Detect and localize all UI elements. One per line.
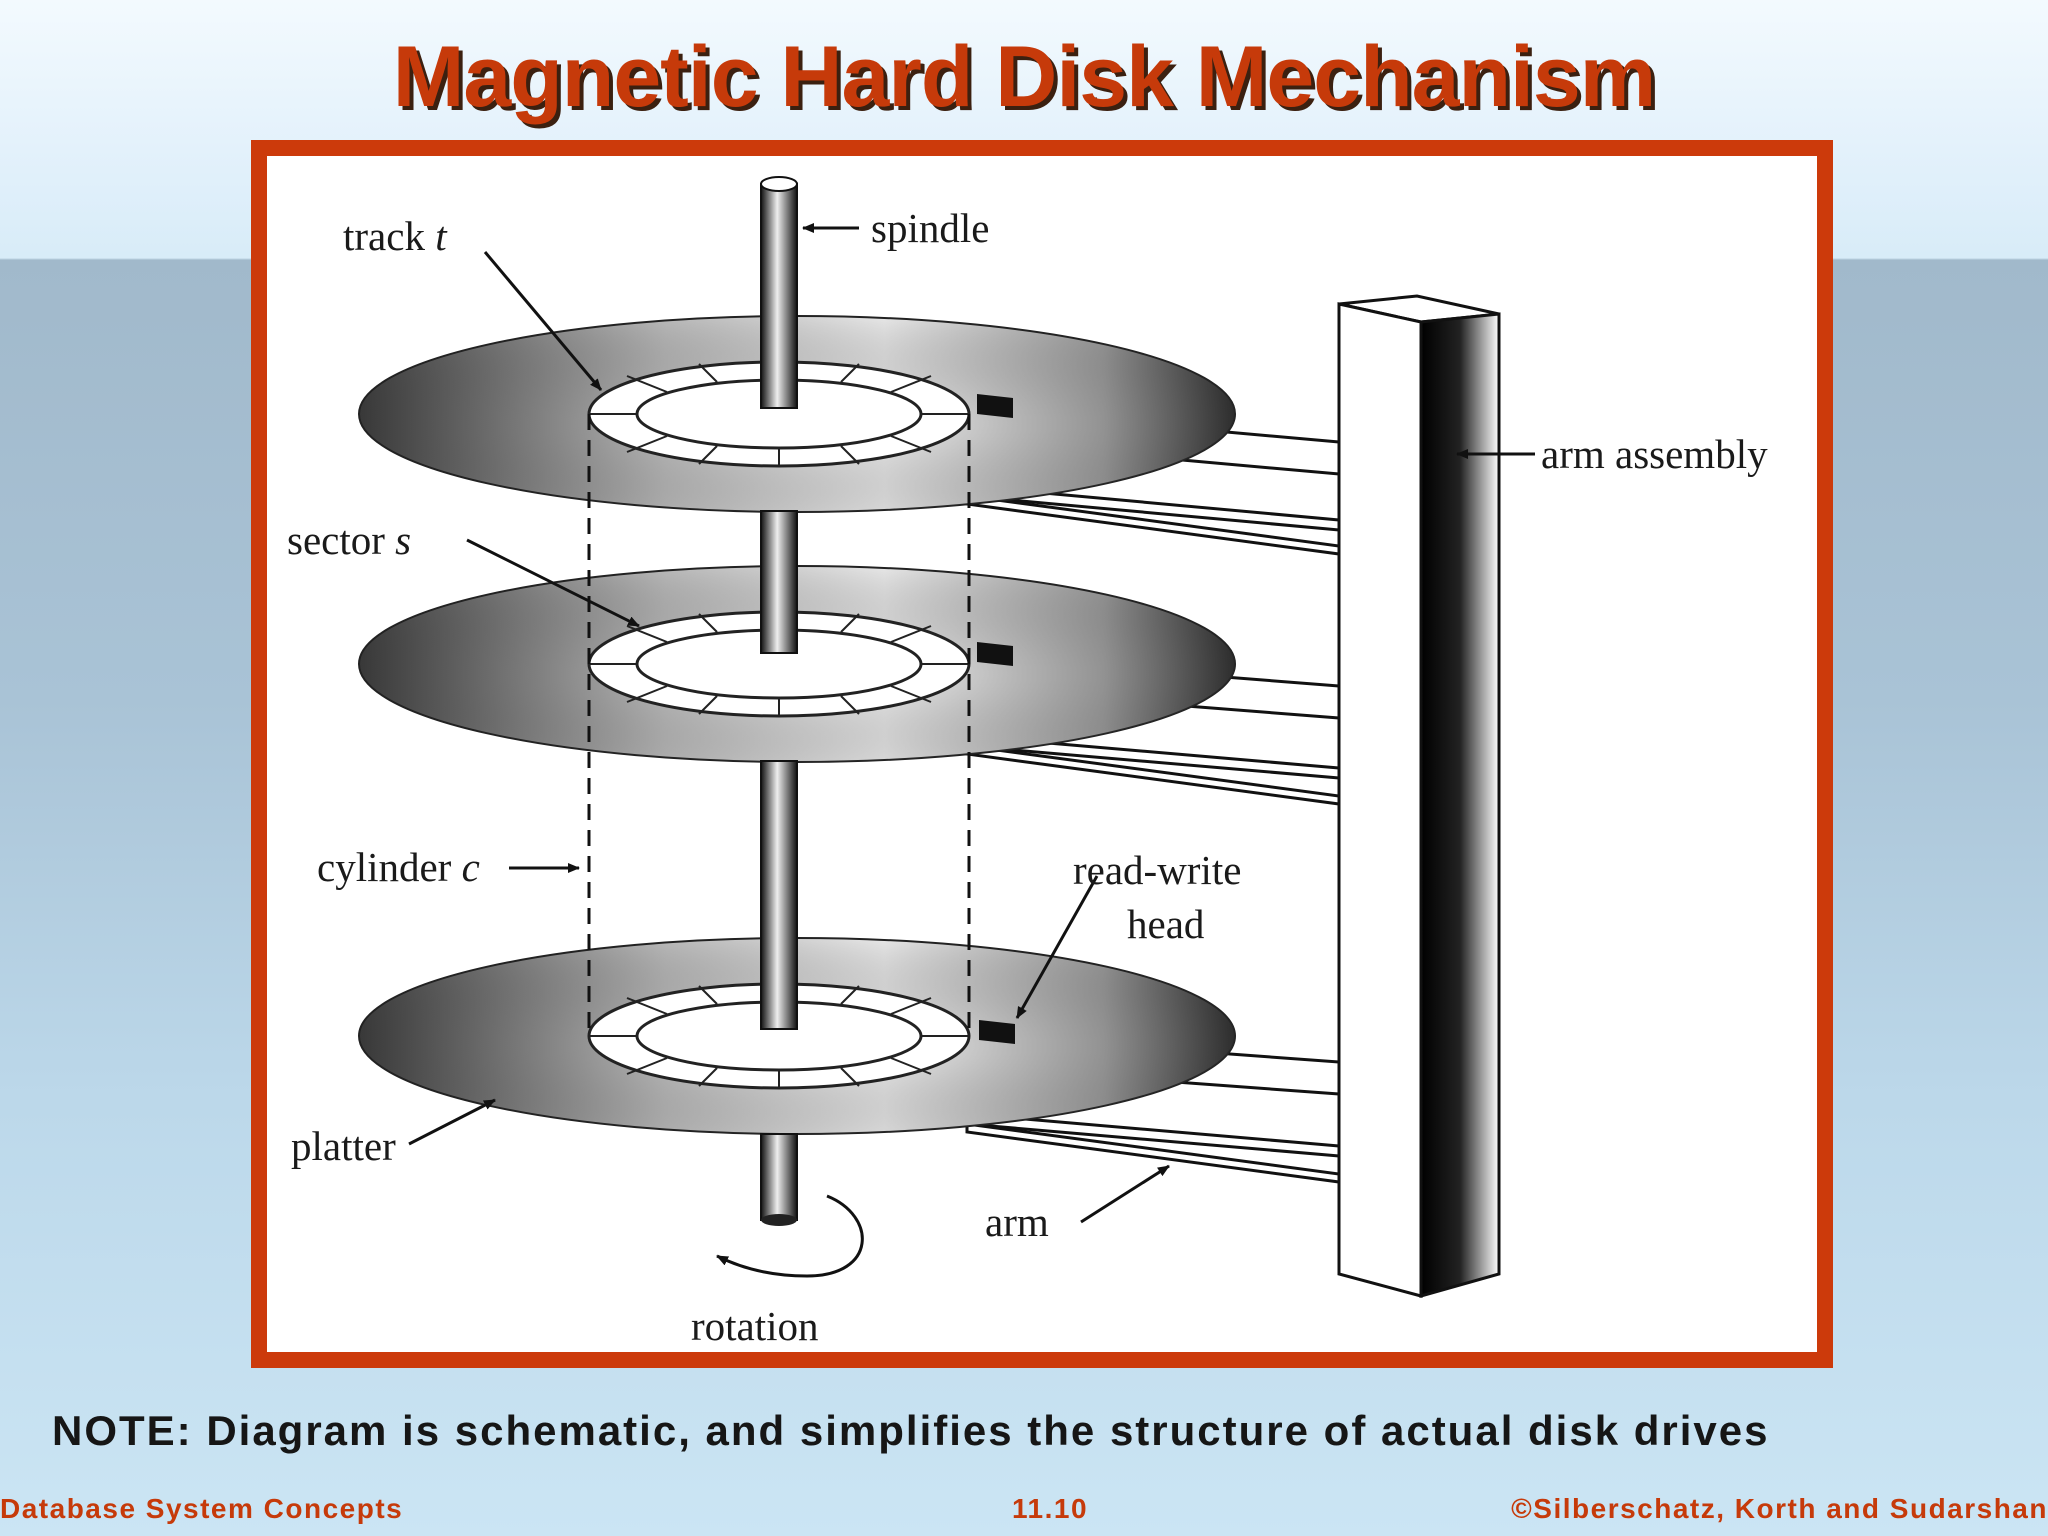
read-write-heads [977, 394, 1015, 1044]
sector-ticks [589, 363, 969, 1088]
label-read-write: read-write [1073, 847, 1241, 893]
label-platter: platter [291, 1123, 396, 1169]
label-cylinder: cylinder c [317, 844, 480, 890]
label-rotation: rotation [691, 1303, 819, 1349]
platter-bottom [358, 937, 1236, 1135]
spindle [760, 176, 798, 1226]
platter-top [358, 315, 1236, 513]
slide-note: NOTE: Diagram is schematic, and simplifi… [52, 1407, 1770, 1454]
platter-middle [358, 565, 1236, 763]
footer-book-title: Database System Concepts [0, 1493, 404, 1524]
footer-page-number: 11.10 [1012, 1493, 1089, 1524]
label-spindle: spindle [871, 205, 989, 251]
label-arm: arm [985, 1199, 1049, 1245]
diagram-frame: track t spindle arm assembly sector s cy… [251, 140, 1833, 1368]
rotation-arrow [716, 1194, 864, 1278]
label-arm-assembly: arm assembly [1541, 431, 1768, 477]
pointer-arrows [408, 223, 1535, 1224]
footer-copyright: ©Silberschatz, Korth and Sudarshan [1511, 1493, 2048, 1524]
label-head: head [1127, 901, 1204, 947]
disk-mechanism-diagram: track t spindle arm assembly sector s cy… [287, 176, 1768, 1349]
arm-assembly-pillar [1337, 294, 1501, 1298]
slide-title: Magnetic Hard Disk Mechanism [392, 29, 1656, 125]
label-track: track t [343, 213, 448, 259]
label-sector: sector s [287, 517, 411, 563]
